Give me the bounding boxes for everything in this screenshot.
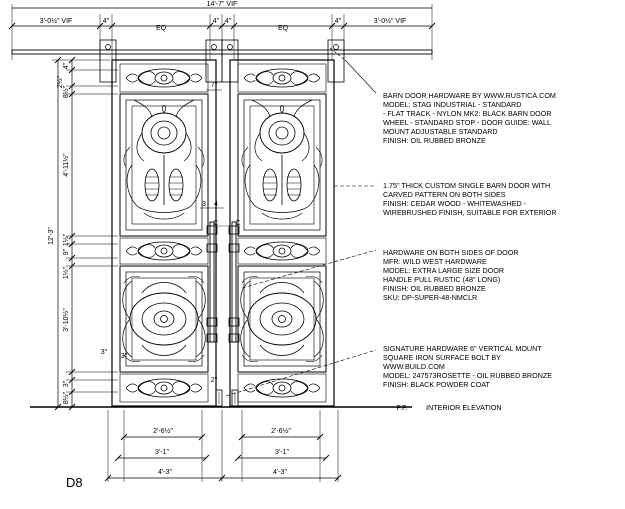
note-3-line-4: HANDLE PULL RUSTIC (48" LONG) <box>383 275 500 284</box>
note-rustica-hardware: BARN DOOR HARDWARE BY WWW.RUSTICA.COM MO… <box>383 91 556 145</box>
dim-1: 4" <box>63 62 70 69</box>
outer-right-label: 4'-3" <box>273 469 287 476</box>
bolt-dim-label: 3" <box>121 353 128 360</box>
eq-right-label: EQ <box>278 25 289 32</box>
c-mark-left: C <box>213 220 218 227</box>
note-3-line-5: FINISH: OIL RUBBED BRONZE <box>383 284 486 293</box>
leader-lines <box>225 47 377 397</box>
note-2-line-2: CARVED PATTERN ON BOTH SIDES <box>383 190 506 199</box>
note-3-line-2: MFR: WILD WEST HARDWARE <box>383 257 487 266</box>
dim-9: 3" <box>101 349 108 356</box>
outer-left-label: 4'-3" <box>158 469 172 476</box>
left-dimensions: 12'-3" 4" 2½" 8½" 4'-11½" 1½" 9 <box>48 56 118 411</box>
inner-right-label: 2'-6½" <box>271 427 291 435</box>
gap-right-label: 4" <box>335 18 342 25</box>
handle-dim-a: 3 <box>202 201 206 208</box>
note-4-line-5: FINISH: BLACK POWDER COAT <box>383 380 491 389</box>
note-4-line-1: SIGNATURE HARDWARE 6" VERTICAL MOUNT <box>383 344 542 353</box>
note-4-line-4: MODEL: 247573ROSETTE - OIL RUBBED BRONZE <box>383 371 552 380</box>
note-1-line-2: MODEL: STAG INDUSTRIAL - STANDARD <box>383 100 521 109</box>
dim-5: 1½" <box>62 233 70 246</box>
dim-2: 2½" <box>56 75 64 88</box>
note-2-line-1: 1.75" THICK CUSTOM SINGLE BARN DOOR WITH <box>383 181 550 190</box>
surface-bolts <box>215 389 239 407</box>
right-door <box>229 59 335 407</box>
note-3-line-1: HARDWARE ON BOTH SIDES OF DOOR <box>383 248 519 257</box>
floor-marker: F.F. <box>397 405 408 412</box>
door-handles <box>206 221 240 343</box>
dim-11: 8½" <box>62 391 70 404</box>
overall-width-label: 14'-7" VIF <box>207 1 238 8</box>
offset-top-label: 7" <box>211 82 218 89</box>
note-4-line-2: SQUARE IRON SURFACE BOLT BY <box>383 353 501 362</box>
dim-6: 9" <box>63 248 70 255</box>
dim-overall-height: 12'-3" <box>48 227 55 245</box>
note-surface-bolt: SIGNATURE HARDWARE 6" VERTICAL MOUNT SQU… <box>383 344 552 389</box>
note-1-line-6: FINISH: OIL RUBBED BRONZE <box>383 136 486 145</box>
note-3-line-3: MODEL: EXTRA LARGE SIZE DOOR <box>383 266 504 275</box>
gap-mid-left-label: 4" <box>213 18 220 25</box>
dim-3: 8½" <box>62 85 70 98</box>
note-1-line-1: BARN DOOR HARDWARE BY WWW.RUSTICA.COM <box>383 91 556 100</box>
left-door <box>111 59 217 407</box>
note-handle-hardware: HARDWARE ON BOTH SIDES OF DOOR MFR: WILD… <box>383 248 519 302</box>
bottom-dimensions: 2'-6½" 2'-6½" 3'-1" 3'-1" 4'-3" 4'-3" <box>104 410 342 482</box>
c-mark-right: C <box>235 220 240 227</box>
note-1-line-3: - FLAT TRACK - NYLON MK2: BLACK BARN DOO… <box>383 109 552 118</box>
mid-right-label: 3'-1" <box>275 449 289 456</box>
handle-gap-label: 2" <box>211 377 218 384</box>
dim-7: 1½" <box>62 266 70 279</box>
dim-4: 4'-11½" <box>62 153 70 177</box>
barn-door-track <box>11 39 433 83</box>
mid-left-label: 3'-1" <box>155 449 169 456</box>
dim-10: 3" <box>63 380 70 387</box>
floor-line: F.F. INTERIOR ELEVATION <box>30 403 502 412</box>
left-vif-label: 3'-0½" VIF <box>40 17 73 25</box>
note-2-line-4: WIREBRUSHED FINISH, SUITABLE FOR EXTERIO… <box>383 208 557 217</box>
dim-8: 3'-10½" <box>62 308 70 332</box>
note-1-line-5: MOUNT ADJUSTABLE STANDARD <box>383 127 498 136</box>
note-2-line-3: FINISH: CEDAR WOOD - WHITEWASHED - <box>383 199 527 208</box>
view-label: INTERIOR ELEVATION <box>426 403 502 412</box>
note-1-line-4: WHEEL - STANDARD STOP - DOOR GUIDE: WALL <box>383 118 551 127</box>
note-4-line-3: WWW.BUILD.COM <box>383 362 445 371</box>
gap-mid-right-label: 4" <box>225 18 232 25</box>
right-vif-label: 3'-0½" VIF <box>374 17 407 25</box>
note-3-line-6: SKU: DP-SUPER-48-NMCLR <box>383 293 477 302</box>
inner-left-label: 2'-6½" <box>153 427 173 435</box>
local-dimensions: 7" 3 4 C C 2" 3" <box>121 82 241 384</box>
gap-left-label: 4" <box>103 18 110 25</box>
handle-dim-b: 4 <box>214 201 218 208</box>
eq-left-label: EQ <box>156 25 167 32</box>
note-custom-door: 1.75" THICK CUSTOM SINGLE BARN DOOR WITH… <box>383 181 557 217</box>
drawing-label: D8 <box>66 475 83 490</box>
